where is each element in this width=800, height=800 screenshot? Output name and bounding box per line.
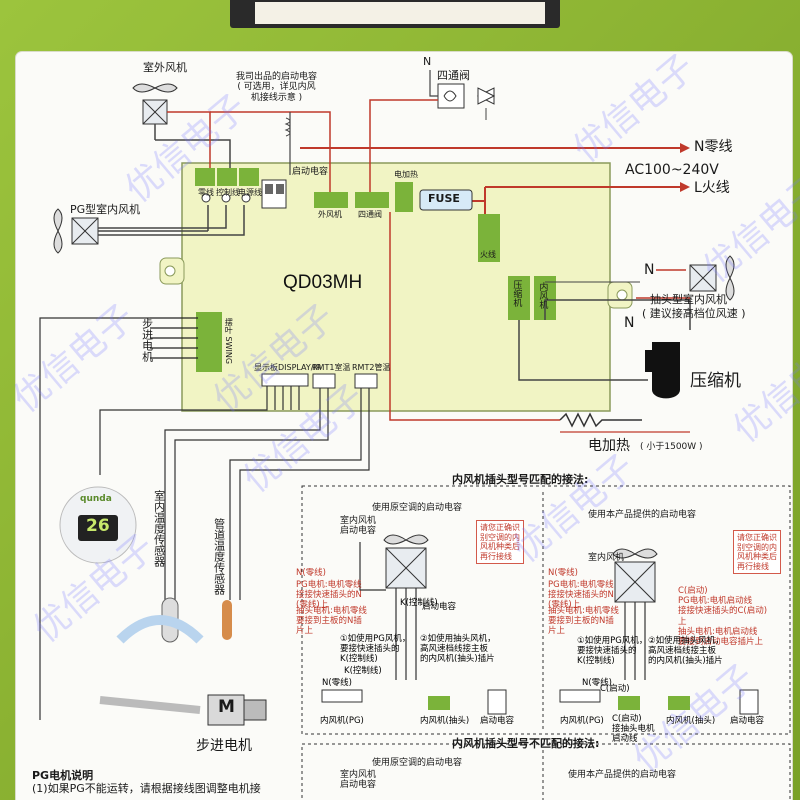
step2b: ②如使用抽头风机， 高风速档线接主板 的内风机(抽头)插片 (648, 636, 724, 667)
pipe-sensor-label: 管道温度传感器 (212, 518, 226, 595)
connector-ctrl (217, 168, 237, 186)
four-way-valve-box (437, 83, 465, 109)
swing-connector (196, 312, 222, 372)
confirm-note-2: 请您正确识 别空调的内 风机种类后 再行接线 (733, 530, 781, 575)
motor-letter: M (218, 697, 235, 717)
board-model: QD03MH (283, 272, 363, 293)
power-line-label: 电源线 (238, 188, 262, 197)
c-start-label-2: C(启动) (600, 684, 630, 694)
swing-label: 摆叶 SWING (224, 318, 234, 365)
inner-tap-label-2: 内风机(抽头) (666, 716, 716, 726)
indoor-fan-cap-2: 室内风机 启动电容 (340, 770, 377, 791)
four-way-connector (355, 192, 389, 208)
c-start-tap-label: C(启动) 接抽头电机 启动线 (612, 714, 655, 745)
live-connector (478, 214, 500, 262)
ac-range-label: AC100~240V (625, 162, 719, 178)
fuse-box (419, 189, 473, 211)
use-our-cap: 使用本产品提供的启动电容 (588, 510, 697, 520)
ctrl-line-label: 控制线 (216, 188, 240, 197)
match-panel (301, 485, 791, 735)
display-connector (261, 373, 309, 387)
use-our-cap-2: 使用本产品提供的启动电容 (568, 770, 677, 780)
k-ctrl-label-2: K(控制线) (344, 666, 382, 676)
outdoor-fan-label: 室外风机 (143, 61, 187, 74)
inner-fan-relay-label: 内风机 (537, 282, 548, 309)
tap-motor-note-2: 抽头电机:电机零线 要接到主板的N插 片上 (548, 606, 619, 637)
capacitor-note: 我司出品的启动电容 ( 可选用，详见内风 机接线示意 ) (236, 72, 318, 103)
inner-tap-label: 内风机(抽头) (420, 716, 470, 726)
live-tab-label: 火线 (480, 250, 496, 259)
brand-logo: qunda (80, 494, 112, 504)
pipe-sensor (222, 600, 232, 640)
inner-fan-connector (534, 276, 556, 320)
step1b: ①如使用PG风机， 要接快速插头的 K(控制线) (577, 636, 648, 667)
step2: ②如使用抽头风机， 高风速档线接主板 的内风机(抽头)插片 (420, 634, 496, 665)
confirm-note-1: 请您正确识 别空调的内 风机种类后 再行接线 (476, 520, 524, 565)
n-right1-label: N (644, 262, 655, 278)
start-cap-board-label: 启动电容 (292, 167, 329, 177)
l-live-label: L火线 (694, 180, 730, 196)
rmt2-connector (354, 373, 378, 389)
start-cap-panel-label: 启动电容 (422, 602, 457, 612)
n-top-label: N (423, 55, 432, 68)
n-zero-label-2: N(零线) (548, 568, 578, 578)
pg-motor-note: PG电机:电机零线 接接快速插头的N (零线)上 (296, 580, 362, 611)
fuse-label: FUSE (428, 192, 460, 205)
n-zero-label-4: N(零线) (582, 678, 612, 688)
cap-short-label: 启动电容 (480, 716, 515, 726)
tap-fan-label: 抽头型室内风机 (650, 293, 727, 306)
n-zero-label: N(零线) (296, 568, 326, 578)
elec-heat-board-label: 电加热 (394, 170, 418, 179)
mismatch-panel (301, 743, 791, 800)
outer-fan-connector (314, 192, 348, 208)
display-port-label: 显示板DISPLAY/IR (254, 363, 322, 372)
tap-motor-note: 抽头电机:电机零线 要接到主板的N插 片上 (296, 606, 367, 637)
connector-zero (195, 168, 215, 186)
pg-title: PG电机说明 (32, 769, 94, 782)
step1: ①如使用PG风机， 要接快速插头的 K(控制线) (340, 634, 411, 665)
stepper-motor (207, 694, 245, 726)
connector-power (239, 168, 259, 186)
rmt1-label: RMT1室温 (312, 363, 351, 372)
pg-line1: (1)如果PG不能运转，请根据接线图调整电机接 (32, 782, 261, 795)
tap-start-note: C(启动) PG电机:电机启动线 接接快速插头的C(启动) 上 抽头电机:电机启… (678, 586, 768, 647)
tap-fan-note: ( 建议接高档位风速 ) (642, 307, 746, 320)
inner-pg-label-2: 内风机(PG) (560, 716, 604, 726)
compressor-shape (652, 342, 680, 399)
n-right2-label: N (624, 315, 635, 331)
heater-connector (395, 182, 413, 212)
n-neutral-label: N零线 (694, 139, 733, 155)
heater-note: ( 小于1500W ) (640, 442, 703, 452)
inner-pg-label: 内风机(PG) (320, 716, 364, 726)
display-value: 26 (86, 516, 110, 536)
hang-tab-inner (255, 2, 545, 24)
match-title: 内风机插头型号匹配的接法: (452, 473, 589, 486)
use-orig-cap-2: 使用原空调的启动电容 (372, 758, 463, 768)
zero-line-label: 零线 (198, 188, 214, 197)
heater-label: 电加热 (588, 438, 630, 454)
stepper-vertical-label: 步进电机 (140, 318, 154, 362)
use-orig-cap: 使用原空调的启动电容 (372, 503, 463, 513)
four-way-board-label: 四通阀 (358, 210, 382, 219)
room-sensor-label: 室内温度传感器 (152, 490, 166, 567)
compressor-connector (508, 276, 530, 320)
cap-short-label-2: 启动电容 (730, 716, 765, 726)
outer-fan-label: 外风机 (318, 210, 342, 219)
compressor-relay-label: 压缩机 (511, 280, 522, 307)
indoor-fan-cap: 室内风机 启动电容 (340, 516, 377, 537)
pg-indoor-fan-label: PG型室内风机 (70, 203, 141, 216)
rmt1-connector (312, 373, 336, 389)
stepper-motor-label: 步进电机 (196, 738, 252, 754)
compressor-label: 压缩机 (690, 371, 741, 391)
four-way-valve-label: 四通阀 (437, 69, 470, 82)
mismatch-title: 内风机插头型号不匹配的接法: (452, 737, 600, 750)
rmt2-label: RMT2管温 (352, 363, 391, 372)
k-ctrl-label: K(控制线) (400, 598, 438, 608)
n-zero-label-3: N(零线) (322, 678, 352, 688)
pg-motor-note-2: PG电机:电机零线 接接快速插头的N (零线)上 (548, 580, 614, 611)
indoor-fan-label: 室内风机 (588, 553, 625, 563)
